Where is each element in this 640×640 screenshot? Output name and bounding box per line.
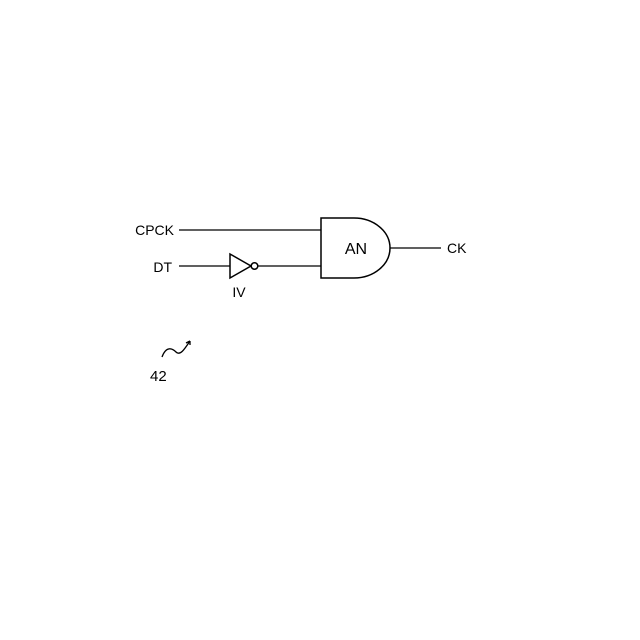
inverter-bubble — [251, 263, 258, 270]
dt-input-label: DT — [153, 259, 172, 275]
reference-numeral: 42 — [150, 368, 167, 385]
inverter-gate — [230, 254, 251, 278]
ck-output-label: CK — [447, 240, 467, 256]
and-gate-label: AN — [345, 241, 367, 258]
inverter-label: IV — [232, 284, 246, 300]
reference-leader-line — [162, 341, 190, 357]
cpck-input-label: CPCK — [135, 222, 175, 238]
